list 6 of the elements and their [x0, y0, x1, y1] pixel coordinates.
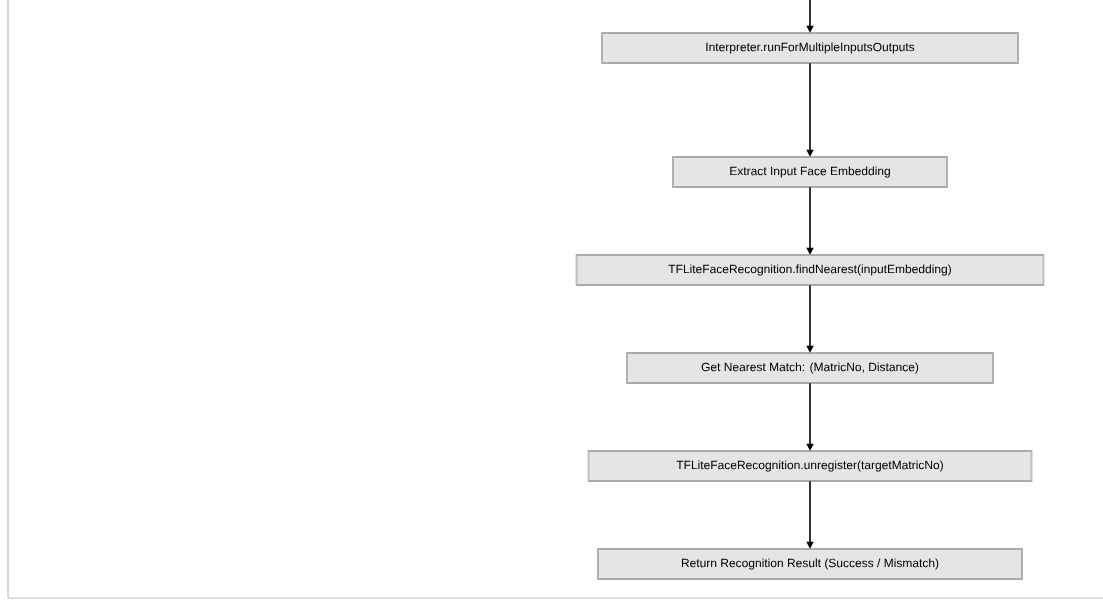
process-box: Get Nearest Match: (MatricNo, Distance): [626, 352, 994, 384]
process-box: TFLiteFaceRecognition.unregister(targetMatricNo): [587, 450, 1033, 482]
process-box: Return Recognition Result (Success / Mismatch): [597, 548, 1023, 580]
process-box: TFLiteFaceRecognition.findNearest(inputEmbedding): [575, 254, 1045, 286]
process-box: Extract Input Face Embedding: [672, 156, 948, 188]
process-box: Interpreter.runForMultipleInputsOutputs: [601, 32, 1019, 64]
